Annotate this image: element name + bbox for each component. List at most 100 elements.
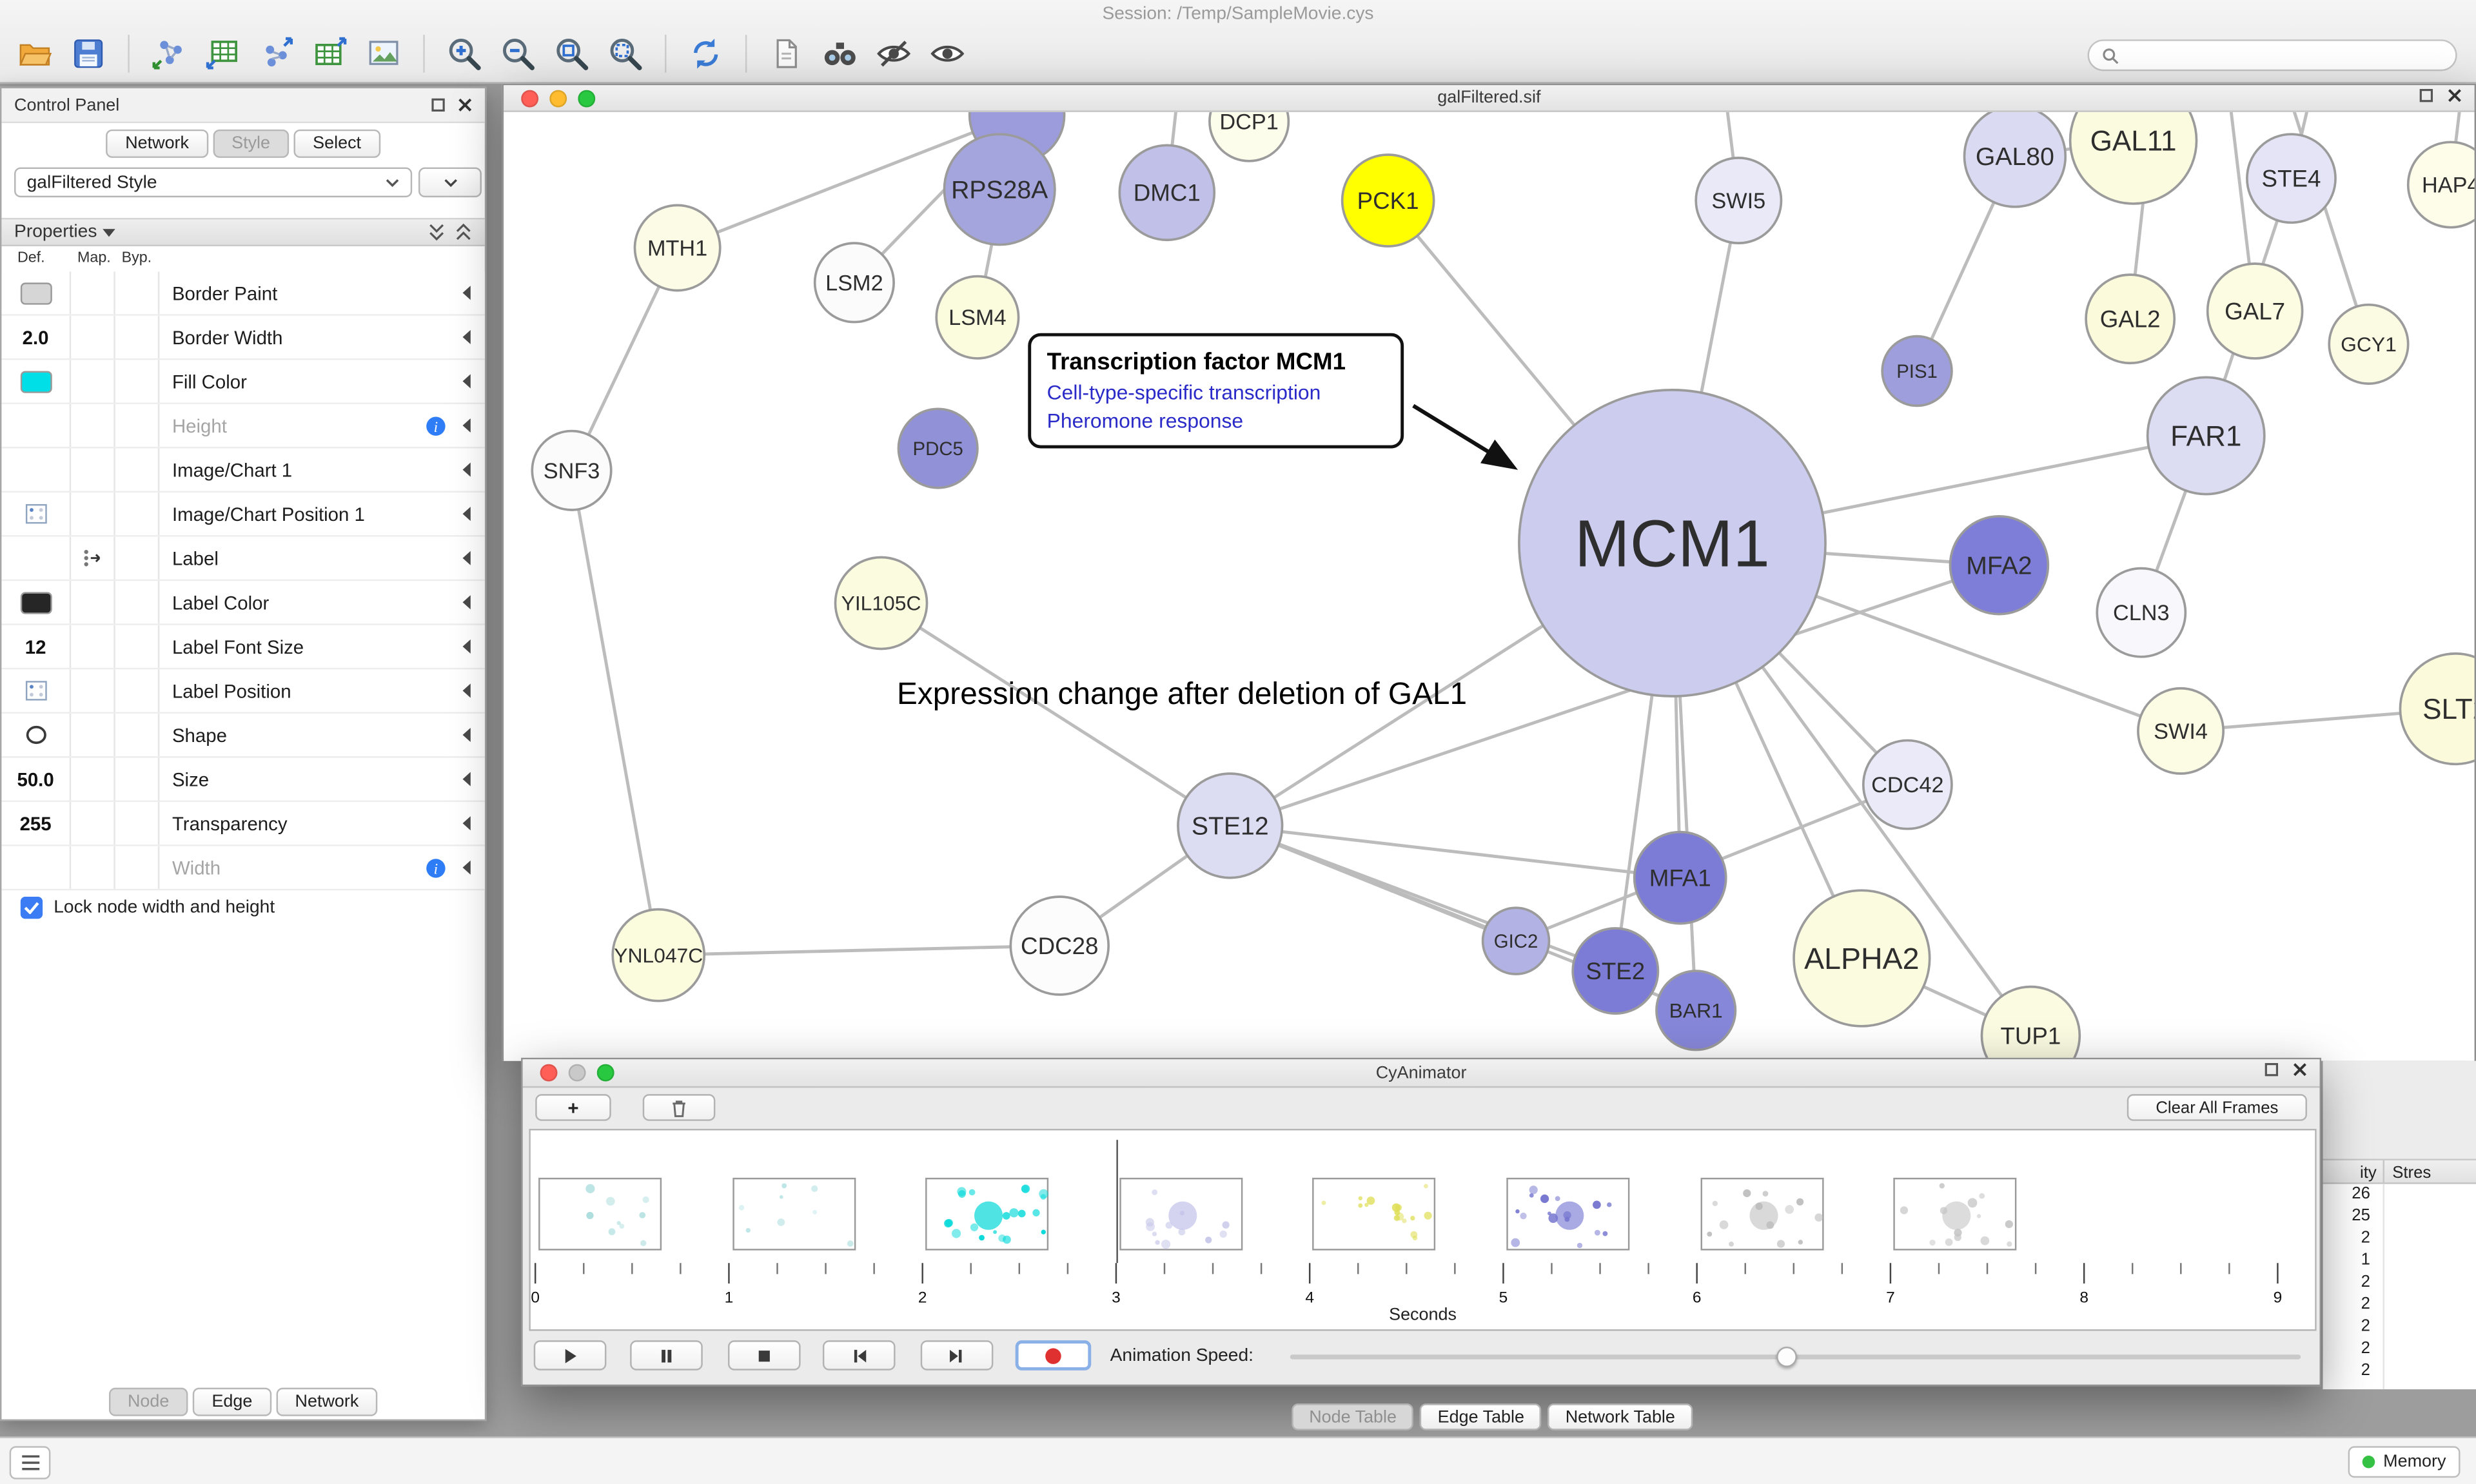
memory-button[interactable]: Memory xyxy=(2348,1446,2461,1478)
frame-thumbnail-4[interactable] xyxy=(1313,1177,1437,1251)
annotation-link-2[interactable]: Pheromone response xyxy=(1046,409,1244,433)
annotation-link-1[interactable]: Cell-type-specific transcription xyxy=(1046,380,1321,404)
zoom-in-button[interactable] xyxy=(439,32,489,76)
frame-thumbnail-0[interactable] xyxy=(538,1177,662,1251)
node-SLT2[interactable]: SLT2 xyxy=(2399,652,2475,766)
expand-arrow-icon[interactable] xyxy=(457,857,485,878)
import-table-button[interactable] xyxy=(197,32,248,76)
results-table-row[interactable]: 26 xyxy=(2323,1184,2476,1206)
node-CDC28[interactable]: CDC28 xyxy=(1009,895,1110,996)
timeline-playhead[interactable] xyxy=(1115,1140,1119,1264)
expand-arrow-icon[interactable] xyxy=(457,282,485,303)
results-column-1[interactable]: ity xyxy=(2360,1163,2377,1183)
property-row-label[interactable]: Label xyxy=(1,536,485,581)
add-frame-button[interactable]: + xyxy=(535,1094,611,1121)
export-image-button[interactable] xyxy=(359,32,409,76)
node-MFA1[interactable]: MFA1 xyxy=(1633,830,1727,925)
info-icon[interactable]: i xyxy=(425,857,457,879)
node-LSM2[interactable]: LSM2 xyxy=(813,242,895,324)
node-DCP1[interactable]: DCP1 xyxy=(1208,112,1290,162)
property-row-image-chart-1[interactable]: Image/Chart 1 xyxy=(1,448,485,493)
dock-window-icon[interactable] xyxy=(2419,88,2433,103)
refresh-view-button[interactable] xyxy=(681,32,731,76)
node-CDC42[interactable]: CDC42 xyxy=(1862,739,1953,830)
speed-slider-thumb[interactable] xyxy=(1776,1346,1796,1367)
node-PIS1[interactable]: PIS1 xyxy=(1881,335,1953,407)
node-MFA2[interactable]: MFA2 xyxy=(1949,514,2050,616)
play-button[interactable] xyxy=(533,1340,607,1371)
skip-to-end-button[interactable] xyxy=(920,1340,994,1371)
node-YIL105C[interactable]: YIL105C xyxy=(834,556,928,650)
tab-style[interactable]: Style xyxy=(212,129,290,158)
results-table-row[interactable]: 2 xyxy=(2323,1339,2476,1361)
export-table-button[interactable] xyxy=(305,32,355,76)
results-table-row[interactable]: 25 xyxy=(2323,1206,2476,1228)
record-button[interactable] xyxy=(1015,1340,1092,1371)
lock-node-size-row[interactable]: Lock node width and height xyxy=(20,897,275,919)
node-GAL80[interactable]: GAL80 xyxy=(1963,112,2067,208)
color-swatch[interactable] xyxy=(19,370,52,393)
tab-select[interactable]: Select xyxy=(293,129,380,158)
node-MTH1[interactable]: MTH1 xyxy=(633,204,722,292)
search-network-button[interactable] xyxy=(815,32,865,76)
tab-edge-style[interactable]: Edge xyxy=(193,1387,271,1416)
expand-arrow-icon[interactable] xyxy=(457,548,485,569)
color-swatch[interactable] xyxy=(19,282,52,304)
node-BAR1[interactable]: BAR1 xyxy=(1655,970,1737,1051)
node-TUP1[interactable]: TUP1 xyxy=(1980,985,2081,1061)
clear-all-frames-button[interactable]: Clear All Frames xyxy=(2127,1094,2307,1121)
zoom-fit-button[interactable] xyxy=(546,32,596,76)
results-column-2[interactable]: Stres xyxy=(2392,1163,2432,1183)
hide-details-button[interactable] xyxy=(869,32,919,76)
frame-thumbnail-7[interactable] xyxy=(1893,1177,2017,1251)
expand-arrow-icon[interactable] xyxy=(457,592,485,612)
results-table-row[interactable]: 2 xyxy=(2323,1228,2476,1250)
open-session-button[interactable] xyxy=(10,32,60,76)
checkbox-checked-icon[interactable] xyxy=(20,897,43,919)
frame-thumbnail-3[interactable] xyxy=(1119,1177,1243,1251)
minimize-window-button[interactable] xyxy=(549,89,567,107)
results-table-row[interactable]: 2 xyxy=(2323,1316,2476,1338)
property-row-label-color[interactable]: Label Color xyxy=(1,581,485,625)
tab-network[interactable]: Network xyxy=(106,129,208,158)
results-table-row[interactable]: 2 xyxy=(2323,1361,2476,1383)
tab-node-table[interactable]: Node Table xyxy=(1292,1403,1414,1430)
node-CLN3[interactable]: CLN3 xyxy=(2096,567,2187,658)
node-DMC1[interactable]: DMC1 xyxy=(1118,144,1216,242)
search-input[interactable] xyxy=(2127,46,2443,65)
export-network-button[interactable] xyxy=(251,32,301,76)
node-GIC2[interactable]: GIC2 xyxy=(1481,906,1551,975)
property-row-label-position[interactable]: Label Position xyxy=(1,669,485,714)
style-dropdown[interactable]: galFiltered Style xyxy=(14,167,413,198)
show-details-button[interactable] xyxy=(922,32,972,76)
node-GCY1[interactable]: GCY1 xyxy=(2328,303,2410,385)
node-GAL2[interactable]: GAL2 xyxy=(2085,273,2176,365)
tab-network-table[interactable]: Network Table xyxy=(1548,1403,1693,1430)
expand-arrow-icon[interactable] xyxy=(457,415,485,436)
node-GAL7[interactable]: GAL7 xyxy=(2206,262,2304,360)
close-window-button[interactable] xyxy=(540,1064,558,1082)
zoom-window-button[interactable] xyxy=(578,89,596,107)
results-table-row[interactable]: 1 xyxy=(2323,1251,2476,1273)
frame-thumbnail-2[interactable] xyxy=(925,1177,1049,1251)
stop-button[interactable] xyxy=(727,1340,801,1371)
property-row-shape[interactable]: Shape xyxy=(1,713,485,758)
frame-thumbnail-5[interactable] xyxy=(1506,1177,1630,1251)
style-options-button[interactable] xyxy=(418,167,482,198)
property-row-border-paint[interactable]: Border Paint xyxy=(1,271,485,316)
properties-header[interactable]: Properties xyxy=(1,217,485,247)
search-box[interactable] xyxy=(2087,39,2457,72)
results-table-row[interactable]: 2 xyxy=(2323,1294,2476,1316)
expand-arrow-icon[interactable] xyxy=(457,813,485,834)
zoom-selected-button[interactable] xyxy=(600,32,651,76)
expand-arrow-icon[interactable] xyxy=(457,327,485,347)
node-STE2[interactable]: STE2 xyxy=(1571,927,1660,1015)
close-view-icon[interactable] xyxy=(2448,88,2462,103)
tab-node-style[interactable]: Node xyxy=(108,1387,188,1416)
tab-edge-table[interactable]: Edge Table xyxy=(1420,1403,1542,1430)
annotation-box[interactable]: Transcription factor MCM1 Cell-type-spec… xyxy=(1028,333,1404,449)
panel-menu-button[interactable] xyxy=(9,1446,51,1479)
